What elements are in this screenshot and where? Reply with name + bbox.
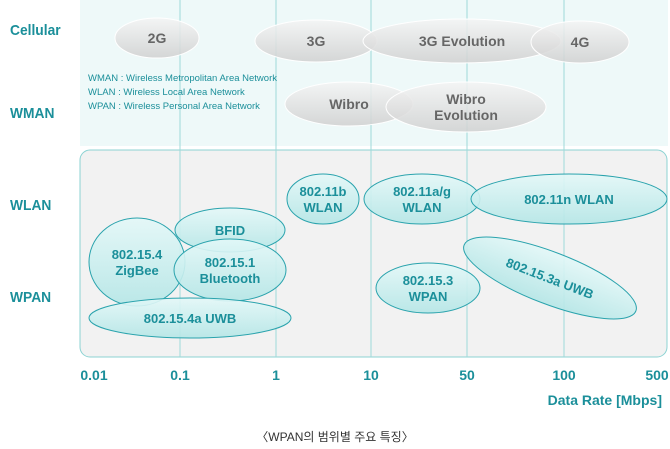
tech-wibro: Wibro bbox=[284, 81, 414, 127]
tick-label: 50 bbox=[459, 367, 475, 383]
tech-label: 4G bbox=[571, 34, 590, 50]
tech-ellipse bbox=[363, 173, 481, 225]
tech-label: WLAN bbox=[403, 200, 442, 215]
tech-label: Evolution bbox=[434, 107, 498, 123]
legend: WMAN : Wireless Metropolitan Area Networ… bbox=[88, 72, 277, 114]
tick-label: 10 bbox=[363, 367, 379, 383]
tech-label: 3G Evolution bbox=[419, 33, 505, 49]
tech-ellipse bbox=[385, 81, 547, 133]
tech-label: WLAN bbox=[304, 200, 343, 215]
tech-4g: 4G bbox=[530, 20, 630, 64]
tech-label: Wibro bbox=[329, 96, 369, 112]
category-cellular: Cellular bbox=[10, 22, 61, 39]
tech-label: 802.11a/g bbox=[393, 184, 451, 199]
tick-label: 0.1 bbox=[170, 367, 190, 383]
tech-3g: 3G bbox=[254, 19, 378, 63]
tech-802-15-4a: 802.15.4a UWB bbox=[88, 297, 292, 339]
tech-ellipse bbox=[463, 236, 637, 320]
legend-wman: WMAN : Wireless Metropolitan Area Networ… bbox=[88, 73, 277, 84]
tick-label: 100 bbox=[552, 367, 576, 383]
tech-ellipse bbox=[530, 20, 630, 64]
tech-ellipse bbox=[173, 238, 287, 302]
tech-label: 802.15.4 bbox=[112, 247, 163, 262]
tech-label: Wibro bbox=[446, 91, 486, 107]
tech-label: ZigBee bbox=[115, 263, 158, 278]
tech-label: 802.15.3 bbox=[403, 273, 454, 288]
category-wman: WMAN bbox=[10, 105, 55, 122]
tech-label: 802.11b bbox=[300, 184, 347, 199]
tech-ellipse bbox=[88, 217, 186, 307]
axis-title: Data Rate [Mbps] bbox=[547, 392, 662, 408]
tech-ellipse bbox=[470, 173, 668, 225]
tech-ellipse bbox=[114, 17, 200, 59]
tech-802-11n: 802.11n WLAN bbox=[470, 173, 668, 225]
tech-ellipse bbox=[286, 173, 360, 225]
tick-label: 500 bbox=[645, 367, 669, 383]
tech-label: 2G bbox=[148, 30, 167, 46]
legend-wpan: WPAN : Wireless Personal Area Network bbox=[88, 101, 260, 112]
tech-802-15-3a: 802.15.3a UWB bbox=[463, 236, 637, 320]
tech-bfid: BFID bbox=[174, 207, 286, 253]
tech-label: 802.15.4a UWB bbox=[144, 311, 237, 326]
tech-3g-evolution: 3G Evolution bbox=[362, 18, 562, 64]
caption: 〈WPAN의 범위별 주요 특징〉 bbox=[256, 430, 414, 444]
tech-label: 802.11n WLAN bbox=[524, 192, 614, 207]
tick-label: 0.01 bbox=[80, 367, 108, 383]
tech-label: Bluetooth bbox=[200, 271, 261, 286]
tick-label: 1 bbox=[272, 367, 280, 383]
tech-label: BFID bbox=[215, 223, 245, 238]
category-wpan: WPAN bbox=[10, 289, 52, 306]
tech-label: 3G bbox=[307, 33, 326, 49]
tech-label: 802.15.1 bbox=[205, 255, 256, 270]
tech-ellipse bbox=[88, 297, 292, 339]
category-wlan: WLAN bbox=[10, 197, 52, 214]
tech-label: WPAN bbox=[409, 289, 448, 304]
tech-2g: 2G bbox=[114, 17, 200, 59]
tech-ellipse bbox=[375, 262, 481, 314]
legend-wlan: WLAN : Wireless Local Area Network bbox=[88, 87, 245, 98]
